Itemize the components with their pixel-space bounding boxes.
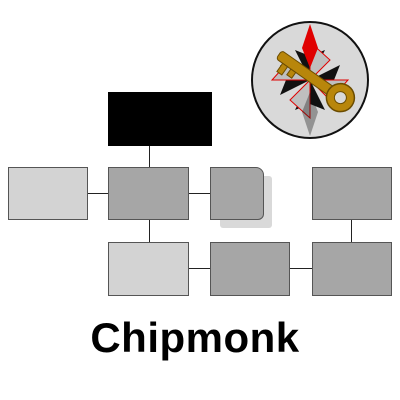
connector-mid-horizontal xyxy=(188,193,212,194)
connector-center-vertical xyxy=(149,220,150,242)
star-emblem-icon xyxy=(251,21,369,139)
node-root xyxy=(108,92,212,146)
node-bottom-left xyxy=(108,242,189,296)
connector-top-vertical xyxy=(149,145,150,168)
node-left xyxy=(8,167,88,220)
node-bottom-right xyxy=(312,242,392,296)
node-rounded xyxy=(210,167,264,220)
key-icon xyxy=(276,51,356,113)
node-right-top xyxy=(312,167,392,220)
node-center xyxy=(108,167,189,220)
brand-wordmark: Chipmonk xyxy=(90,314,300,361)
node-bottom-middle xyxy=(210,242,290,296)
connector-right-vertical xyxy=(351,220,352,242)
